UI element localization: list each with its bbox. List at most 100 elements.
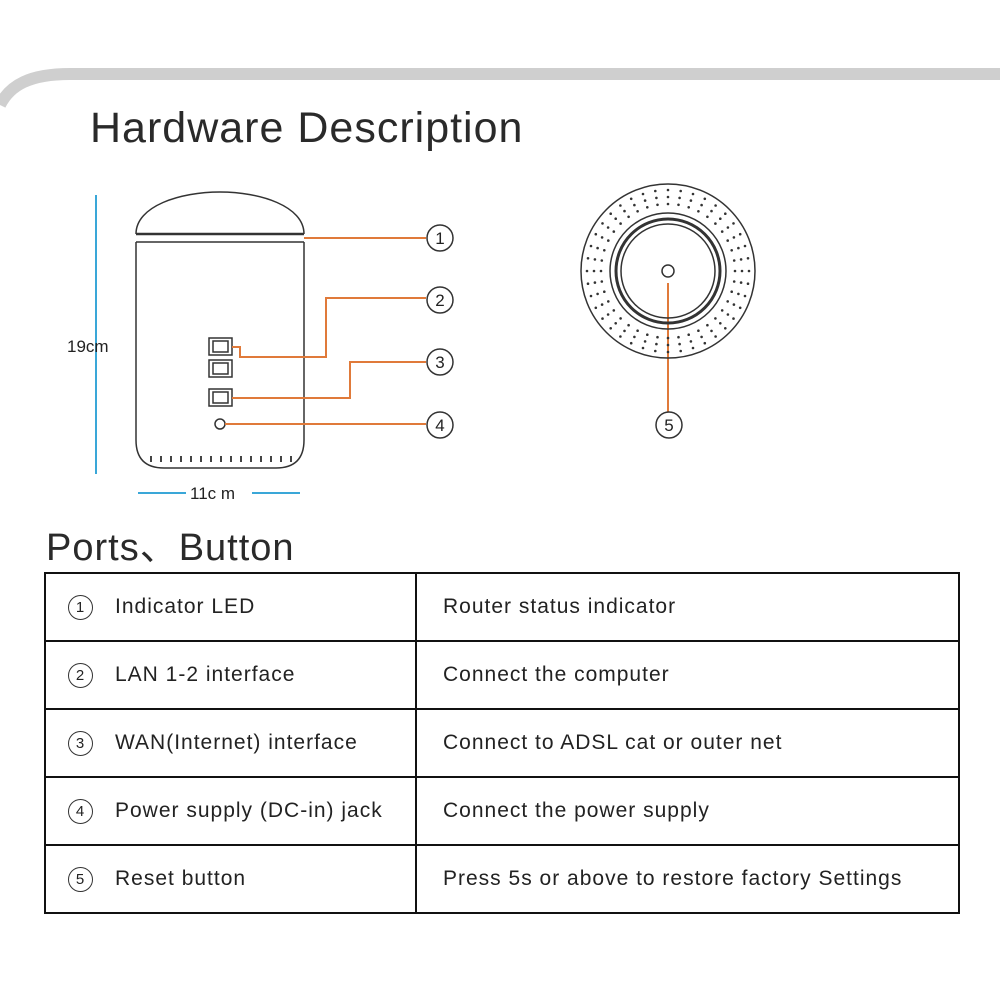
vent-dot: [619, 335, 622, 338]
vent-dot: [726, 313, 730, 316]
vent-dot: [730, 249, 733, 252]
row-number-badge: 5: [68, 866, 93, 892]
callout-2-label: 2: [435, 291, 444, 310]
width-dimension-label: 11c m: [190, 484, 235, 503]
callout-4-label: 4: [435, 416, 444, 435]
vent-dot: [733, 269, 737, 273]
vent-dot: [677, 335, 680, 339]
vent-dot: [586, 282, 590, 286]
vent-dot: [594, 232, 598, 236]
vent-dot: [666, 336, 670, 340]
vent-dot: [726, 239, 729, 242]
vent-dot: [656, 335, 659, 339]
vent-dot: [633, 335, 636, 339]
vent-dot: [726, 300, 729, 303]
vent-dot: [606, 226, 610, 229]
vent-dot: [643, 199, 647, 202]
vent-dot: [601, 317, 604, 320]
vent-dot: [643, 340, 647, 343]
callout-5-label: 5: [664, 416, 673, 435]
top-band: [0, 68, 1000, 108]
vent-dot: [646, 206, 649, 209]
vent-dot: [720, 309, 724, 312]
wan-port: [208, 388, 233, 407]
vent-dot: [623, 329, 626, 333]
vent-dot: [594, 306, 598, 310]
vent-dot: [703, 197, 707, 201]
vent-dot: [627, 323, 630, 327]
port-name: Reset button: [115, 867, 247, 890]
vent-dot: [719, 322, 722, 325]
vent-dot: [666, 188, 670, 192]
vent-dot: [710, 329, 713, 333]
vent-dot: [656, 203, 659, 207]
bottom-view-vents: [585, 188, 751, 354]
vent-dot: [600, 303, 604, 306]
vent-dot: [609, 327, 612, 330]
dc-jack: [214, 418, 226, 430]
vent-dot: [641, 192, 645, 196]
port-description: Connect the power supply: [415, 776, 960, 846]
vent-dot: [666, 343, 670, 347]
vent-dot: [678, 196, 681, 200]
vent-dot: [691, 192, 695, 196]
vent-dot: [720, 230, 724, 233]
router-bottom-view: [580, 183, 756, 359]
vent-dot: [619, 317, 622, 320]
port-name: Power supply (DC-in) jack: [115, 799, 383, 822]
callout-5: 5: [655, 411, 683, 439]
table-row: 4 Power supply (DC-in) jack Connect the p…: [44, 776, 960, 846]
router-side-view: [135, 191, 305, 469]
vent-dot: [666, 195, 670, 199]
vent-dot: [730, 290, 733, 294]
vent-dot: [732, 236, 736, 239]
vent-dot: [743, 244, 747, 248]
vent-dot: [592, 269, 596, 273]
vent-dot: [740, 269, 744, 273]
vent-dot: [627, 215, 630, 219]
vent-dot: [738, 232, 742, 236]
vent-dot: [678, 342, 681, 346]
vent-dot: [655, 196, 658, 200]
vent-dot: [679, 349, 682, 353]
vent-dot: [593, 281, 597, 284]
port-description: Router status indicator: [415, 572, 960, 642]
vent-dot: [666, 202, 670, 206]
vent-dot: [596, 246, 599, 250]
vent-dot: [747, 269, 751, 273]
vent-dot: [706, 323, 709, 327]
vent-dot: [600, 259, 604, 262]
page-title: Hardware Description: [90, 104, 524, 152]
vent-dot: [714, 204, 717, 207]
vent-dot: [710, 209, 713, 213]
vent-dot: [739, 281, 743, 284]
hardware-diagram: 19cm 11c m 1: [67, 183, 756, 503]
vent-dot: [746, 282, 750, 286]
vent-dot: [677, 203, 680, 207]
vent-dot: [726, 226, 730, 229]
reset-hole: [661, 264, 675, 278]
table-row: 5 Reset button Press 5s or above to resto…: [44, 844, 960, 914]
callout-3-label: 3: [435, 353, 444, 372]
row-number-badge: 4: [68, 798, 93, 824]
vent-dot: [732, 303, 736, 306]
vent-dot: [603, 249, 606, 252]
vent-dot: [714, 335, 717, 338]
vent-dot: [646, 333, 649, 337]
leader-lines: [225, 237, 669, 425]
vent-dot: [606, 313, 610, 316]
vent-dot: [687, 206, 690, 209]
vent-dot: [641, 346, 645, 350]
port-name: LAN 1-2 interface: [115, 663, 296, 686]
port-name: WAN(Internet) interface: [115, 731, 358, 754]
vent-dot: [655, 342, 658, 346]
port-description: Press 5s or above to restore factory Set…: [415, 844, 960, 914]
vent-dot: [706, 215, 709, 219]
vent-dot: [633, 203, 636, 207]
vent-dot: [599, 269, 603, 273]
vent-dot: [612, 309, 616, 312]
vent-dot: [724, 327, 727, 330]
